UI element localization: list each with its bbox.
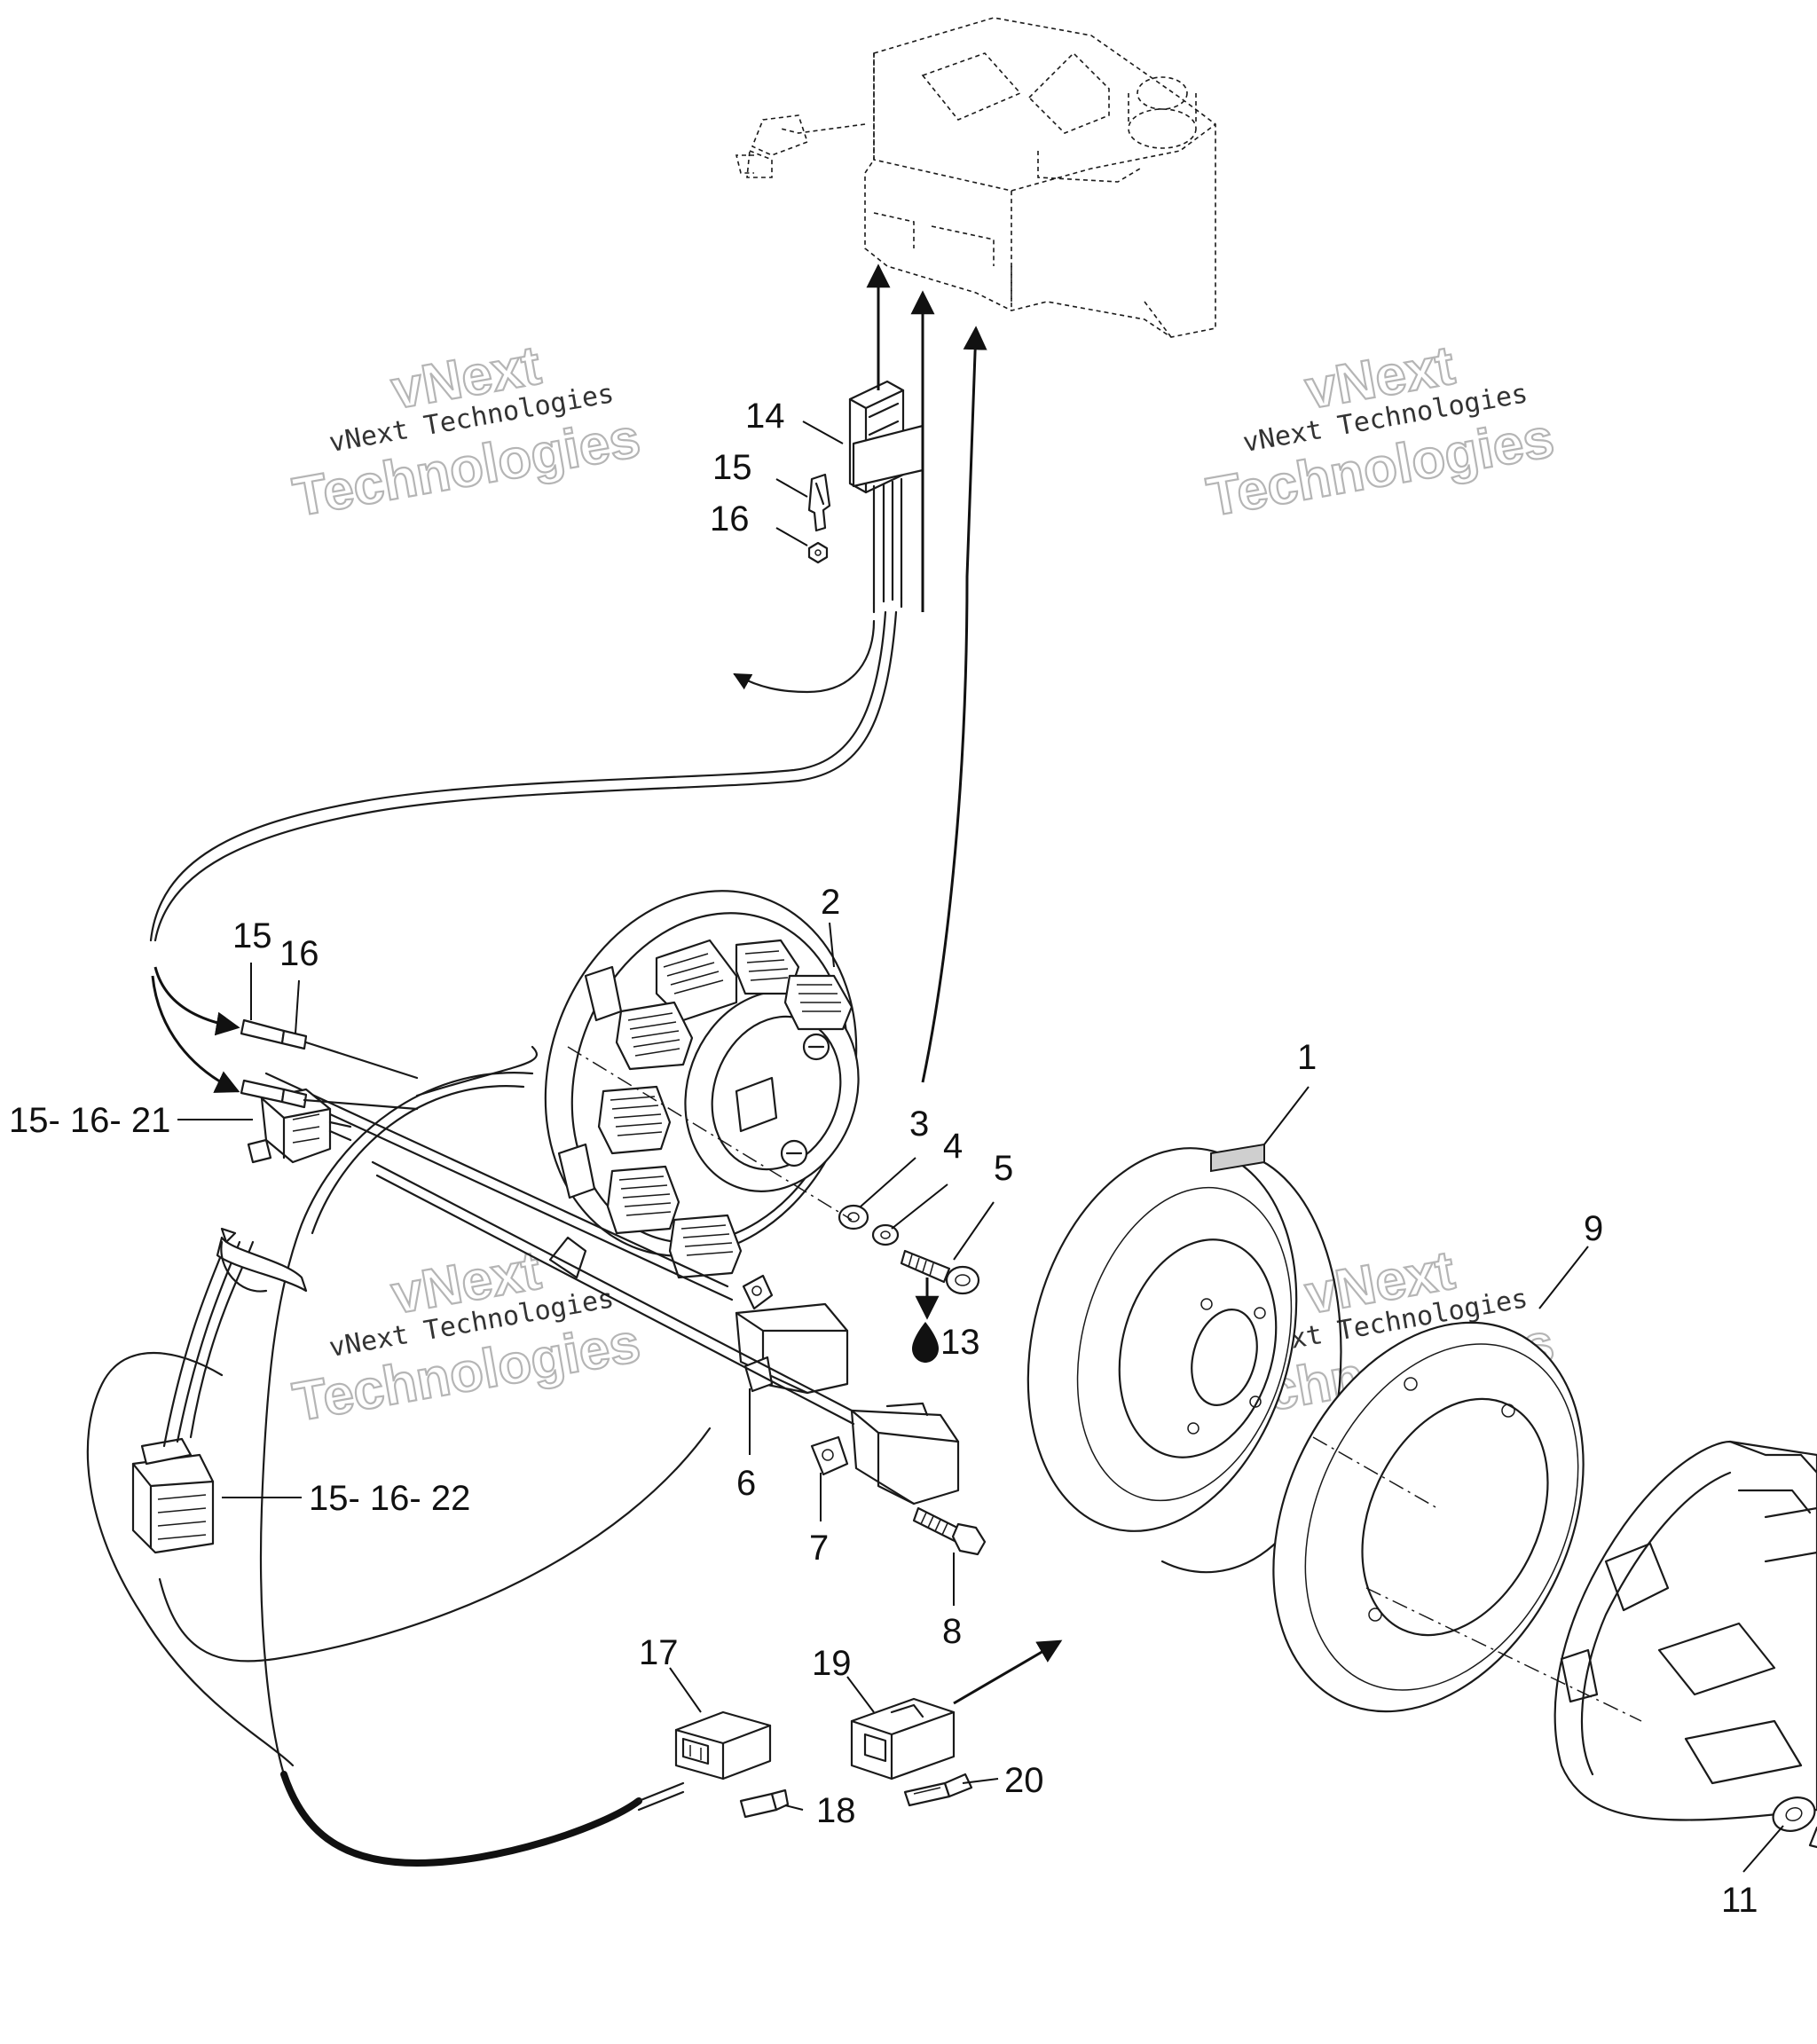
- nut-16-top: [807, 541, 829, 564]
- callout-14: 14: [745, 397, 785, 436]
- terminal-15-top: [807, 473, 831, 532]
- callout-15-16-21: 15- 16- 21: [9, 1101, 170, 1140]
- stator-wires: [86, 1045, 855, 1867]
- callout-18: 18: [816, 1791, 856, 1830]
- callout-13: 13: [940, 1323, 980, 1362]
- connector-19: [850, 1639, 1063, 1781]
- trigger-coil-7: [810, 1402, 960, 1505]
- watermark-top-left: vNext Technologies vNext Technologies: [287, 334, 645, 530]
- screw-8: [912, 1506, 987, 1556]
- callout-17: 17: [639, 1633, 679, 1672]
- callout-labels: 1 2 3 4 5 6 7 8 9 11 13 14 15 16 15 16 1…: [9, 397, 1758, 1920]
- screw-5: [900, 1249, 980, 1295]
- connector-15-16-22: [131, 1227, 308, 1554]
- callout-4: 4: [943, 1127, 963, 1166]
- stator-2: [544, 890, 860, 1279]
- pins-15-16-left: [240, 1018, 419, 1111]
- callout-20: 20: [1004, 1761, 1044, 1800]
- center-axis-line: [567, 1046, 1642, 1722]
- callout-7: 7: [809, 1529, 829, 1568]
- callout-16-left: 16: [279, 934, 319, 973]
- washer-11: [1772, 1796, 1817, 1849]
- harness-cables: [149, 263, 987, 1093]
- callout-1: 1: [1297, 1038, 1317, 1077]
- washer-4: [871, 1223, 900, 1246]
- callout-11: 11: [1721, 1881, 1758, 1920]
- callout-9: 9: [1584, 1209, 1603, 1248]
- callout-15-16-22: 15- 16- 22: [309, 1479, 470, 1518]
- callout-15-left: 15: [232, 916, 272, 955]
- rewind-cover: [1553, 1440, 1817, 1821]
- callout-8: 8: [942, 1612, 962, 1651]
- connector-17: [674, 1710, 772, 1781]
- threadlocker-13-icon: [912, 1278, 940, 1363]
- callout-3: 3: [909, 1105, 929, 1144]
- callout-19: 19: [812, 1644, 852, 1683]
- trigger-coil-6: [735, 1274, 849, 1395]
- watermark-top-right: vNext Technologies vNext Technologies: [1201, 334, 1559, 530]
- callout-5: 5: [994, 1149, 1013, 1188]
- flywheel-1: [1026, 1143, 1342, 1574]
- callout-15-top: 15: [712, 448, 752, 487]
- callout-6: 6: [736, 1464, 756, 1503]
- callout-leaders: [177, 421, 1784, 1873]
- terminal-20: [903, 1773, 973, 1807]
- starter-cup-9: [1272, 1321, 1585, 1713]
- connector-15-16-21: [247, 1088, 352, 1164]
- washer-3: [838, 1204, 869, 1230]
- callout-2: 2: [821, 883, 840, 922]
- harness-connector-14: [848, 380, 924, 614]
- terminal-18: [739, 1788, 790, 1819]
- callout-16-top: 16: [710, 499, 750, 539]
- ignition-module-outline: [735, 17, 1216, 338]
- watermark-bottom-left: vNext Technologies vNext Technologies: [287, 1238, 645, 1435]
